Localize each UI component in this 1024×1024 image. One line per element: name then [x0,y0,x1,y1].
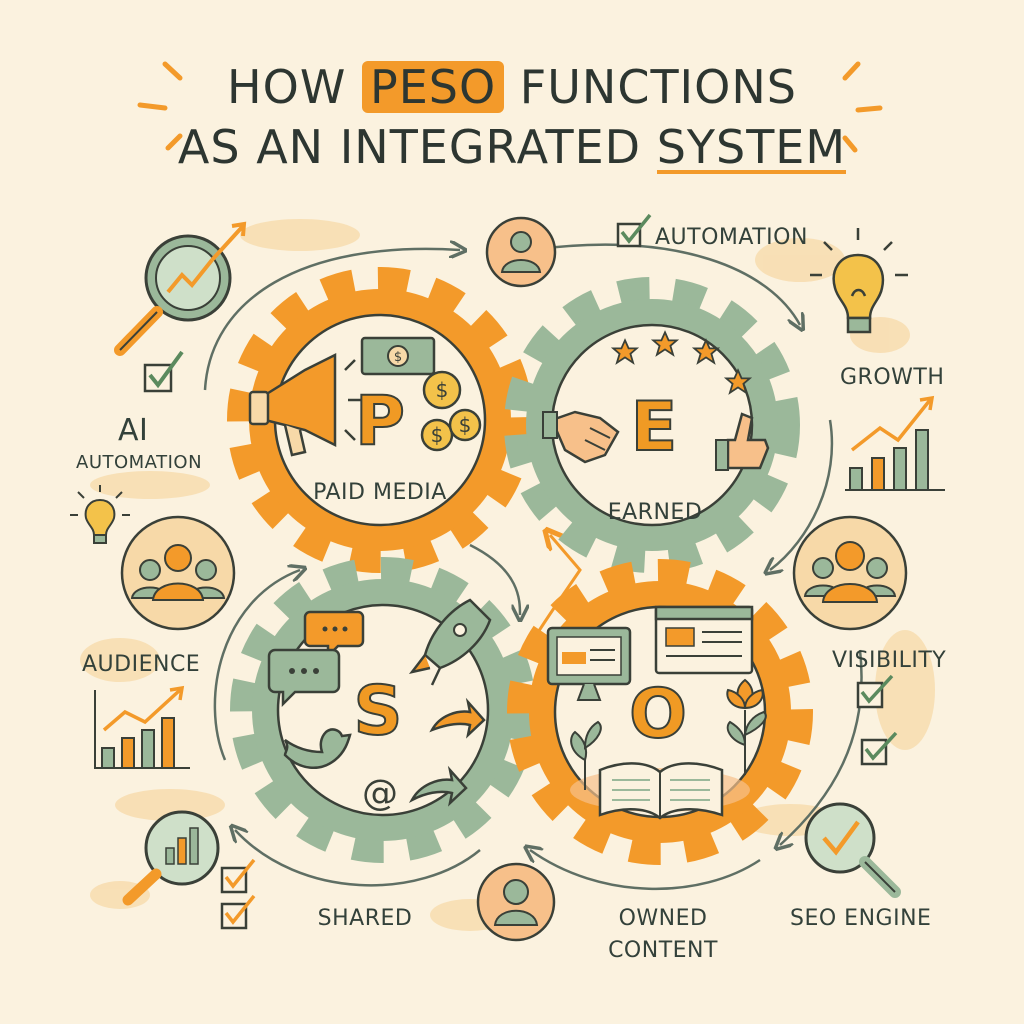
money-bill-icon: $ [360,336,436,376]
gear-letter-s: S [353,671,404,752]
gear-o-teeth [507,559,813,865]
people-group-icon-right [792,515,908,631]
gear-label-owned-2: CONTENT [608,938,718,963]
gear-label-shared: SHARED [317,906,413,931]
gear-label-earned: EARNED [607,500,703,525]
speech-bubble-icon [267,610,365,708]
gear-earned [504,277,800,573]
book-icon [598,762,724,820]
gear-letter-p: P [354,381,406,462]
share-arrow-icon [408,697,486,807]
gear-label-paid-media: PAID MEDIA [313,480,447,505]
title-highlight: PESO [361,61,505,113]
svg-text:$: $ [394,350,402,365]
title-line-1: HOW PESO FUNCTIONS [0,60,1024,114]
gear-label-owned-1: OWNED [618,906,708,931]
magnifier-chart-icon [114,221,247,356]
label-growth: GROWTH [840,365,945,390]
title-suffix: FUNCTIONS [519,60,797,114]
stars-icon [610,330,753,395]
megaphone-icon [248,352,362,457]
magnifier-check-icon [804,802,901,898]
background-washes [80,219,935,931]
plant-icon [570,720,602,790]
handshake-icon [542,410,620,464]
people-group-icon [120,515,236,631]
gear-letter-o: O [628,674,688,755]
title-sparks [137,61,883,153]
at-sign-icon: @ [362,773,398,814]
monitor-icon [546,626,632,701]
bar-chart-icon [94,685,190,769]
gear-paid-media: $ $ $ $ [227,267,533,573]
svg-text:$: $ [436,378,449,402]
growth-chart-icon [845,395,945,491]
svg-text:$: $ [431,423,444,447]
coins-icon: $ $ $ [420,370,482,452]
label-seo-engine: SEO ENGINE [790,906,932,931]
label-visibility: VISIBILITY [832,648,947,673]
gear-p-teeth [227,267,533,573]
lightbulb-icon [810,228,908,334]
thumbs-up-icon [715,412,770,471]
cycle-arrows [203,245,863,891]
svg-text:$: $ [459,413,472,437]
gear-e-teeth [504,277,800,573]
title-line2-prefix: AS AN INTEGRATED [177,120,642,174]
label-audience: AUDIENCE [82,652,201,677]
gear-owned [507,559,813,865]
person-icon-bottom [476,862,556,942]
browser-window-icon [654,605,754,675]
lightbulb-icon-small [70,485,130,544]
gear-letter-e: E [630,387,678,468]
checkbox-icon [143,213,898,930]
title-line-2: AS AN INTEGRATED SYSTEM [0,120,1024,174]
person-icon [485,216,557,288]
magnifier-bars-icon [122,810,220,906]
title-prefix: HOW [227,60,347,114]
label-ai-automation: AUTOMATION [76,452,203,473]
label-automation-top: AUTOMATION [655,225,808,250]
flower-icon [726,678,767,775]
title-underlined: SYSTEM [656,120,847,174]
label-ai: AI [118,413,149,448]
bird-icon [283,728,352,769]
rocket-icon [408,598,492,686]
